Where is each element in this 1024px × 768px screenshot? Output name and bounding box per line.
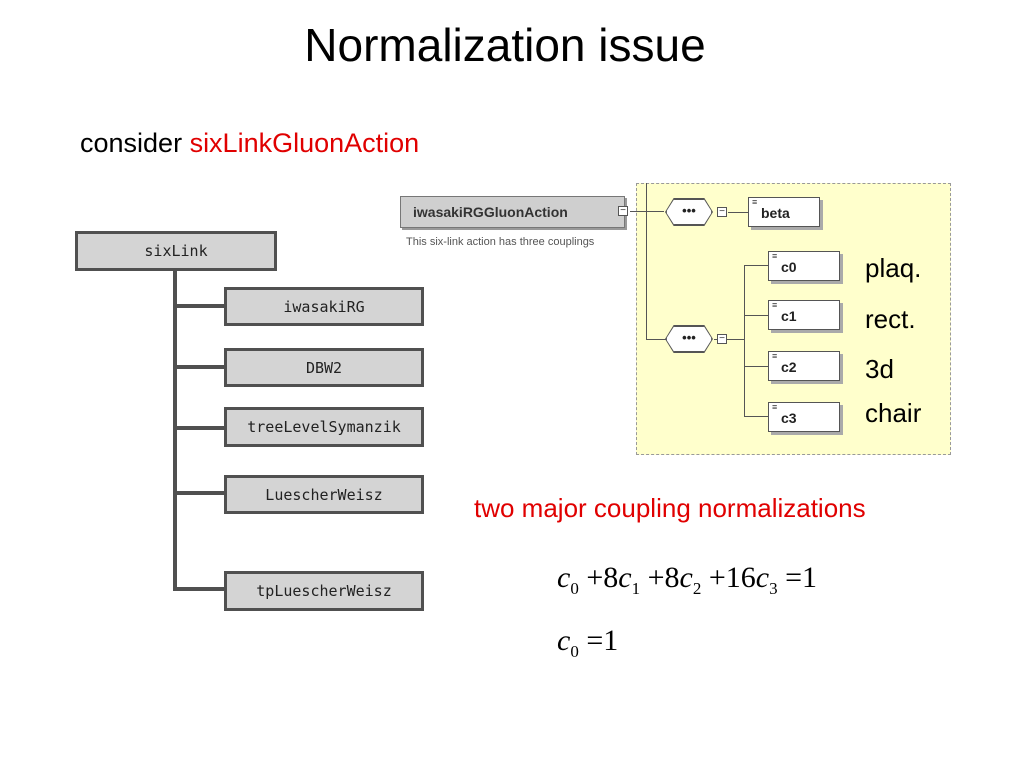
operator: + [647,561,665,594]
element-doc-icon: ≡ [772,251,778,261]
subscript: 2 [692,579,702,598]
normalization-note: two major coupling normalizations [474,493,866,523]
connector [744,366,768,367]
element-doc-icon: ≡ [772,351,778,361]
coefficient: 16 [725,561,756,594]
subscript: 3 [769,579,778,598]
connector [646,183,647,340]
tree-node-root: sixLink [75,231,277,271]
constant: 1 [802,561,817,594]
element-label: c1 [781,308,797,324]
operator: = [785,561,802,594]
var-c: c [557,561,571,594]
formula-normalization-2: c0 =1 [557,624,618,662]
tree-node-iwasakirg: iwasakiRG [224,287,424,326]
element-label: c3 [781,410,797,426]
tree-branch [173,304,225,308]
var-c: c [618,561,632,594]
connector [630,211,664,212]
schema-element-c3: ≡c3 [768,402,840,432]
element-doc-icon: ≡ [752,197,758,207]
connector [744,265,745,416]
collapse-icon: − [618,206,628,216]
var-c: c [557,624,571,657]
label-plaq: plaq. [865,253,922,283]
tree-branch [173,365,225,369]
subscript: 0 [570,642,579,661]
formula-normalization-1: c0 +8c1 +8c2 +16c3 =1 [557,561,817,599]
coefficient: 8 [664,561,680,594]
connector [744,265,768,266]
sequence-symbol: ••• [666,199,712,225]
label-3d: 3d [865,354,894,384]
coefficient: 8 [603,561,619,594]
tree-node-dbw2: DBW2 [224,348,424,387]
subtitle-prefix: consider [80,128,190,158]
connector [646,339,666,340]
constant: 1 [603,624,619,657]
element-label: c2 [781,359,797,375]
connector [744,315,768,316]
operator: + [708,561,726,594]
element-label: c0 [781,259,797,275]
collapse-icon: − [717,207,727,217]
subscript: 1 [631,579,641,598]
connector [714,339,744,340]
schema-root-element: iwasakiRGGluonAction [400,196,625,228]
subtitle-highlight: sixLinkGluonAction [189,128,420,158]
tree-node-treelevelsymanzik: treeLevelSymanzik [224,407,424,447]
slide-title: Normalization issue [304,19,706,71]
operator: = [586,624,604,657]
tree-branch [173,426,225,430]
label-rect: rect. [865,304,916,334]
schema-element-c0: ≡c0 [768,251,840,281]
element-label: beta [761,205,790,221]
var-c: c [755,561,770,594]
schema-element-c2: ≡c2 [768,351,840,381]
element-doc-icon: ≡ [772,402,778,412]
tree-branch [173,587,225,591]
schema-element-beta: ≡beta [748,197,820,227]
tree-branch [173,491,225,495]
label-chair: chair [865,398,922,428]
sequence-symbol: ••• [666,326,712,352]
collapse-icon: − [717,334,727,344]
element-doc-icon: ≡ [772,300,778,310]
var-c: c [679,561,693,594]
schema-root-doc: This six-link action has three couplings [406,236,595,248]
connector [744,416,768,417]
operator: + [586,561,604,594]
tree-node-luescherweisz: LuescherWeisz [224,475,424,514]
subscript: 0 [570,579,579,598]
schema-element-c1: ≡c1 [768,300,840,330]
connector [728,212,748,213]
tree-node-tpluescherweisz: tpLuescherWeisz [224,571,424,611]
subtitle: consider sixLinkGluonAction [80,128,419,159]
